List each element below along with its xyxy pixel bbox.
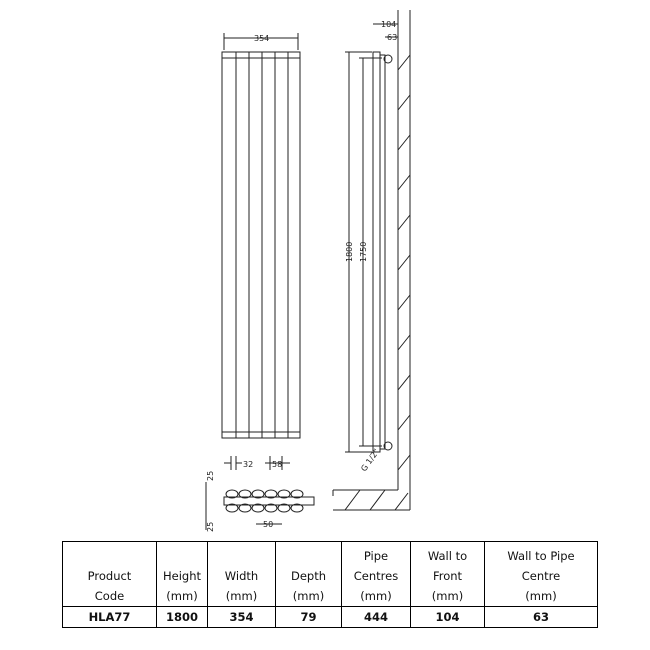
dim-centres: 1750 xyxy=(359,242,368,262)
cell-wall-front: 104 xyxy=(410,606,485,628)
dim-plan-bottom: 25 xyxy=(206,522,215,532)
dim-wall-pipe: 63 xyxy=(387,33,397,42)
dim-gap: 32 xyxy=(243,460,253,469)
cell-height: 1800 xyxy=(156,606,208,628)
dim-plan-pitch: 50 xyxy=(263,520,273,529)
dim-plan-top: 25 xyxy=(206,471,215,481)
cell-width: 354 xyxy=(207,606,276,628)
radiator-front xyxy=(221,51,301,439)
table-row: HLA77 1800 354 79 444 104 63 xyxy=(62,606,598,628)
header-width: Width(mm) xyxy=(207,541,276,607)
dim-wall-front: 104 xyxy=(381,20,396,29)
dim-pitch: 58 xyxy=(272,460,282,469)
plan-view xyxy=(205,482,315,530)
cell-pipe-centres: 444 xyxy=(341,606,411,628)
header-height: Height(mm) xyxy=(156,541,208,607)
side-view xyxy=(332,10,411,511)
cell-wall-pipe: 63 xyxy=(484,606,598,628)
dim-height: 1800 xyxy=(345,242,354,262)
cell-depth: 79 xyxy=(275,606,342,628)
cell-code: HLA77 xyxy=(62,606,157,628)
dim-width: 354 xyxy=(254,34,269,43)
header-depth: Depth(mm) xyxy=(275,541,342,607)
pipe-thread-label: G 1/2" xyxy=(359,447,381,473)
front-view xyxy=(221,33,301,470)
